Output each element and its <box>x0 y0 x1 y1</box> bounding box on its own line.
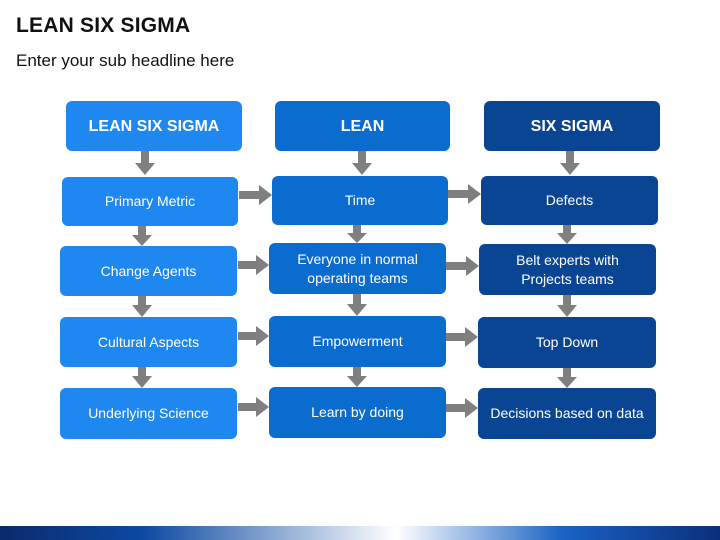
down-arrow-icon <box>132 367 152 388</box>
down-arrow-icon <box>560 151 580 175</box>
page-title: LEAN SIX SIGMA <box>16 14 191 37</box>
down-arrow-icon <box>347 294 367 316</box>
right-arrow-icon <box>238 397 269 417</box>
right-arrow-icon <box>238 255 269 275</box>
down-arrow-icon <box>132 296 152 317</box>
col1-item-underlying-science: Underlying Science <box>60 388 237 439</box>
col1-item-change-agents: Change Agents <box>60 246 237 296</box>
page-subtitle: Enter your sub headline here <box>16 51 235 70</box>
right-arrow-icon <box>446 256 479 276</box>
col2-item-learn-by-doing: Learn by doing <box>269 387 446 438</box>
down-arrow-icon <box>352 151 372 175</box>
col2-header-box: LEAN <box>275 101 450 151</box>
col3-item-top-down: Top Down <box>478 317 656 368</box>
footer-gradient-bar <box>0 526 720 540</box>
right-arrow-icon <box>238 326 269 346</box>
right-arrow-icon <box>448 184 481 204</box>
col1-header-box: LEAN SIX SIGMA <box>66 101 242 151</box>
down-arrow-icon <box>132 226 152 246</box>
col2-item-time: Time <box>272 176 448 225</box>
down-arrow-icon <box>557 368 577 388</box>
col3-item-decisions-based-on-data: Decisions based on data <box>478 388 656 439</box>
col1-item-primary-metric: Primary Metric <box>62 177 238 226</box>
down-arrow-icon <box>557 295 577 317</box>
right-arrow-icon <box>239 185 272 205</box>
down-arrow-icon <box>347 225 367 243</box>
col3-item-defects: Defects <box>481 176 658 225</box>
down-arrow-icon <box>347 367 367 387</box>
down-arrow-icon <box>135 151 155 175</box>
col2-item-everyone-in-teams: Everyone in normal operating teams <box>269 243 446 294</box>
down-arrow-icon <box>557 225 577 244</box>
col1-item-cultural-aspects: Cultural Aspects <box>60 317 237 367</box>
col3-header-box: SIX SIGMA <box>484 101 660 151</box>
col2-item-empowerment: Empowerment <box>269 316 446 367</box>
col3-item-belt-experts: Belt experts with Projects teams <box>479 244 656 295</box>
right-arrow-icon <box>446 398 478 418</box>
right-arrow-icon <box>446 327 478 347</box>
